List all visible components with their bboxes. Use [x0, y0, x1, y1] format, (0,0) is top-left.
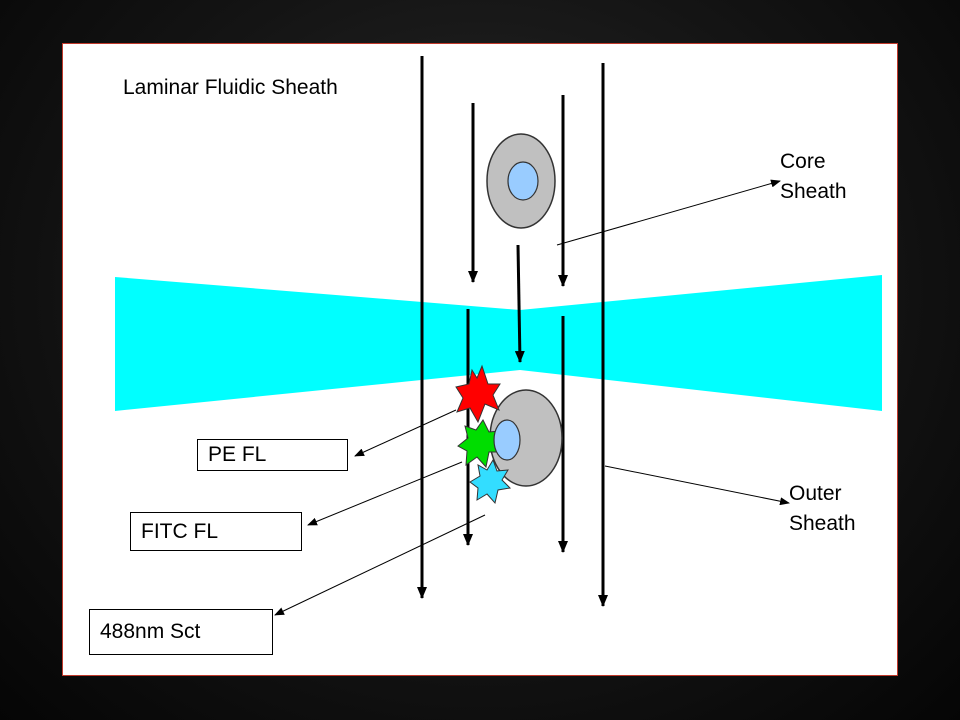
scatter-burst — [469, 458, 512, 505]
pe-fluorescence-burst — [455, 364, 501, 424]
cell-nucleus-lower — [493, 419, 521, 461]
outer-sheath-pointer-arrow — [604, 465, 790, 506]
pe-fl-pointer-arrow — [354, 409, 457, 457]
core-sheath-pointer-arrow — [556, 179, 781, 246]
fitc-fl-label: FITC FL — [130, 512, 302, 551]
fitc-fl-pointer-arrow — [307, 461, 463, 526]
diagram-title: Laminar Fluidic Sheath — [123, 76, 338, 99]
scatter-488nm-label: 488nm Sct — [89, 609, 273, 655]
scatter-pointer-arrow — [274, 514, 486, 616]
cell-path-arrow — [514, 244, 525, 363]
cell-nucleus-upper — [507, 161, 539, 201]
core-sheath-label: Core Sheath — [780, 150, 847, 203]
outer-sheath-label: Outer Sheath — [789, 482, 856, 535]
laser-beam — [115, 275, 882, 411]
pe-fl-label: PE FL — [197, 439, 348, 471]
